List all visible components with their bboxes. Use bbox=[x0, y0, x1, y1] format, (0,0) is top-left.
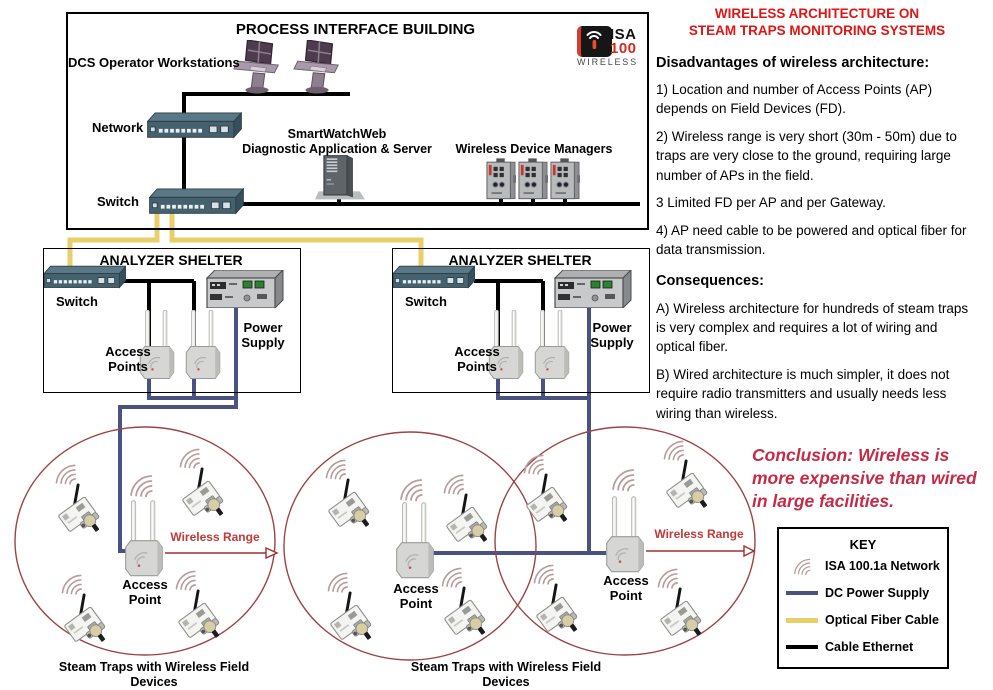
legend-row: Cable Ethernet bbox=[779, 634, 947, 660]
wireless-range-arrow-right bbox=[646, 544, 756, 558]
legend-row: ISA 100.1a Network bbox=[779, 553, 947, 579]
shelter-left-ap-label: Access Points bbox=[105, 344, 151, 375]
field-ap-left-label: Access Point bbox=[122, 577, 168, 608]
shelter-right-ap-label: Access Points bbox=[454, 344, 500, 375]
consequence-item: A) Wireless architecture for hundreds of… bbox=[656, 300, 969, 355]
building-switch-label: Switch bbox=[97, 194, 139, 209]
field-access-point-icon bbox=[125, 500, 163, 577]
optical-fiber-line-icon bbox=[779, 617, 825, 623]
ethernet-line-icon bbox=[779, 645, 825, 649]
steam-trap-icon bbox=[444, 475, 493, 546]
analyzer-shelter-right-box bbox=[392, 248, 650, 393]
field-ap-middle-label: Access Point bbox=[393, 581, 439, 612]
isa-logo-wireless-text: WIRELESS bbox=[577, 57, 638, 67]
shelter-right-switch-label: Switch bbox=[405, 294, 447, 309]
isa-logo-number: 100 bbox=[610, 40, 637, 57]
legend-title: KEY bbox=[849, 537, 877, 552]
wireless-range-left-label: Wireless Range bbox=[170, 530, 260, 544]
field-access-point-icon bbox=[606, 496, 644, 573]
shelter-right-title: ANALYZER SHELTER bbox=[448, 252, 592, 268]
dc-power-cables bbox=[118, 304, 606, 555]
disadvantage-item: 2) Wireless range is very short (30m - 5… bbox=[656, 128, 957, 183]
steam-trap-icon bbox=[658, 569, 707, 640]
isa100-logo-icon bbox=[577, 26, 612, 57]
wireless-range-right-label: Wireless Range bbox=[654, 527, 744, 541]
conclusion-text: Conclusion: Wireless is more expensive t… bbox=[752, 445, 977, 512]
consequence-item: B) Wired architecture is much simpler, i… bbox=[656, 366, 950, 421]
wireless-signal-icon bbox=[130, 475, 153, 498]
disadvantages-heading: Disadvantages of wireless architecture: bbox=[656, 54, 930, 71]
legend-row: Optical Fiber Cable bbox=[779, 607, 947, 633]
legend-label: ISA 100.1a Network bbox=[825, 559, 940, 573]
steam-trap-icon bbox=[56, 465, 105, 536]
isa-logo-text: ISA bbox=[610, 26, 637, 43]
dc-power-line-icon bbox=[779, 591, 825, 595]
analyzer-shelter-left-box bbox=[43, 248, 301, 393]
shelter-right-ps-label: Power Supply bbox=[590, 320, 634, 351]
network-label: Network bbox=[92, 120, 144, 135]
shelter-left-switch-label: Switch bbox=[56, 294, 98, 309]
shelter-left-ps-label: Power Supply bbox=[241, 320, 285, 351]
wireless-signal-icon bbox=[612, 469, 635, 492]
legend-box: KEY ISA 100.1a Network DC Power Supply O… bbox=[777, 527, 949, 669]
field-access-point-icon bbox=[396, 502, 434, 579]
steam-traps-caption-left: Steam Traps with Wireless Field Devices bbox=[58, 660, 250, 689]
dcs-workstations-label: DCS Operator Workstations bbox=[68, 55, 240, 70]
steam-trap-icon bbox=[534, 565, 583, 636]
steam-trap-icon bbox=[326, 460, 375, 531]
wireless-signal-icon bbox=[400, 479, 423, 502]
process-interface-building-box bbox=[66, 12, 649, 230]
wireless-range-circles bbox=[14, 426, 756, 661]
steam-trap-icon bbox=[328, 573, 377, 644]
legend-row: DC Power Supply bbox=[779, 580, 947, 606]
steam-trap-icon bbox=[62, 575, 111, 646]
disadvantage-item: 4) AP need cable to be powered and optic… bbox=[656, 222, 967, 257]
sidebar-notes: WIRELESS ARCHITECTURE ON STEAM TRAPS MON… bbox=[656, 6, 978, 423]
building-title: PROCESS INTERFACE BUILDING bbox=[235, 21, 476, 38]
optical-fiber-cables bbox=[67, 212, 424, 280]
legend-label: Cable Ethernet bbox=[825, 640, 914, 654]
steam-traps-caption-right: Steam Traps with Wireless Field Devices bbox=[410, 660, 602, 689]
disadvantage-item: 3 Limited FD per AP and per Gateway. bbox=[656, 195, 886, 211]
legend-label: Optical Fiber Cable bbox=[825, 613, 939, 627]
legend-label: DC Power Supply bbox=[825, 586, 930, 600]
smartwatchweb-label: SmartWatchWeb Diagnostic Application & S… bbox=[242, 127, 432, 156]
wireless-device-managers-label: Wireless Device Managers bbox=[455, 142, 613, 156]
field-ap-right-label: Access Point bbox=[603, 573, 649, 604]
steam-trap-icon bbox=[180, 449, 229, 520]
shelter-left-title: ANALYZER SHELTER bbox=[99, 252, 243, 268]
steam-trap-icon bbox=[442, 568, 491, 639]
steam-trap-icon bbox=[176, 571, 225, 642]
disadvantage-item: 1) Location and number of Access Points … bbox=[656, 81, 933, 117]
wireless-range-arrow-left bbox=[165, 546, 279, 560]
consequences-heading: Consequences: bbox=[656, 273, 764, 290]
isa-network-arcs-icon bbox=[779, 555, 825, 577]
page-title: WIRELESS ARCHITECTURE ON STEAM TRAPS MON… bbox=[688, 6, 946, 38]
